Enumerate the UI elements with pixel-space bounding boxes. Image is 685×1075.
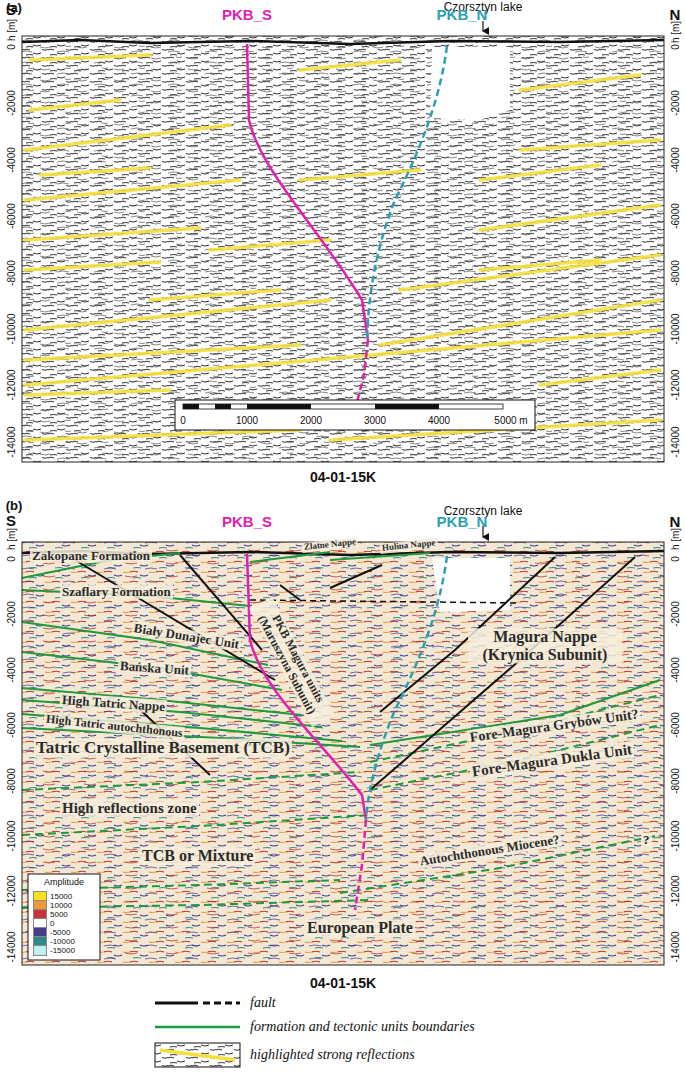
axis-title: h [m] bbox=[6, 528, 17, 550]
unit-label: PKB Magura units (Maruszyna Subunit) bbox=[249, 597, 335, 728]
axis-tick: 0 bbox=[670, 44, 681, 50]
legend-text: formation and tectonic units boundaries bbox=[250, 1019, 475, 1034]
color-swatch bbox=[34, 919, 46, 928]
direction-label: N bbox=[670, 7, 681, 24]
axis-tick: -14000 bbox=[670, 931, 681, 962]
fault-name: PKB_S bbox=[222, 514, 272, 531]
panel-letter: (b) bbox=[6, 499, 23, 513]
color-swatch bbox=[34, 910, 46, 919]
scale-value: 3000 bbox=[364, 415, 386, 426]
axis-tick: -14000 bbox=[670, 426, 681, 457]
axis-tick: -4000 bbox=[6, 147, 17, 173]
axis-title: h [m] bbox=[670, 21, 681, 43]
profile-name: 04-01-15K bbox=[310, 470, 376, 485]
axis-tick: -2000 bbox=[670, 91, 681, 117]
unit-label: Autochthonous Miocene? bbox=[417, 832, 563, 869]
legend-title: Amplitude bbox=[44, 878, 84, 888]
unit-label: High Tatric Nappe bbox=[60, 693, 168, 715]
axis-tick: -4000 bbox=[6, 657, 17, 683]
axis-tick: -8000 bbox=[6, 260, 17, 286]
color-swatch bbox=[34, 937, 46, 946]
scale-value: 0 bbox=[180, 415, 186, 426]
axis-title: h [m] bbox=[6, 19, 17, 41]
axis-tick: 0 bbox=[6, 556, 17, 562]
scale-value: 1000 bbox=[236, 415, 258, 426]
unit-label: Szaflary Formation bbox=[60, 585, 173, 599]
axis-tick: -6000 bbox=[6, 712, 17, 738]
unit-label: Bańska Unit bbox=[118, 659, 192, 678]
axis-tick: -10000 bbox=[670, 313, 681, 344]
fault-name: PKB_N bbox=[437, 7, 488, 24]
unit-label: European Plate bbox=[305, 919, 415, 937]
scale-value: 4000 bbox=[428, 415, 450, 426]
unit-label: Zlatne Nappe bbox=[301, 537, 358, 553]
axis-tick: -14000 bbox=[6, 931, 17, 962]
direction-label: S bbox=[6, 513, 16, 530]
axis-tick: 0 bbox=[6, 44, 17, 50]
unit-label: Biały Dunajec Unit bbox=[131, 621, 242, 652]
unit-label: Fore-Magura Dukla Unit bbox=[469, 741, 635, 780]
axis-tick: -8000 bbox=[6, 768, 17, 794]
unit-label: High Tatric autochthonous bbox=[43, 712, 185, 740]
legend-value: -5000 bbox=[50, 928, 70, 937]
unit-label: Magura Nappe (Krynica Subunit) bbox=[468, 628, 622, 663]
axis-tick: -10000 bbox=[670, 820, 681, 851]
axis-tick: -6000 bbox=[670, 712, 681, 738]
unit-label: Tatric Crystalline Basement (TCB) bbox=[34, 739, 292, 758]
axis-tick: -6000 bbox=[6, 203, 17, 229]
unit-label: High reflections zone bbox=[60, 800, 199, 817]
axis-tick: -4000 bbox=[670, 147, 681, 173]
color-swatch bbox=[34, 892, 46, 901]
color-swatch bbox=[34, 946, 46, 955]
axis-title: h [m] bbox=[670, 528, 681, 550]
legend-value: -10000 bbox=[50, 937, 75, 946]
axis-tick: -8000 bbox=[670, 768, 681, 794]
color-swatch bbox=[34, 901, 46, 910]
axis-tick: -12000 bbox=[6, 370, 17, 401]
fault-name: PKB_N bbox=[437, 514, 488, 531]
axis-tick: -6000 bbox=[670, 203, 681, 229]
unit-label: Hulina Nappe bbox=[379, 538, 437, 554]
unit-label: Zakopane Formation bbox=[30, 549, 152, 563]
axis-tick: -12000 bbox=[670, 370, 681, 401]
unit-label: Fore-Magura Grybów Unit? bbox=[467, 706, 642, 745]
scale-value: 2000 bbox=[300, 415, 322, 426]
legend-text: fault bbox=[250, 995, 276, 1010]
legend-value: 0 bbox=[50, 919, 54, 928]
axis-tick: -2000 bbox=[6, 602, 17, 628]
fault-name: PKB_S bbox=[222, 7, 272, 24]
legend-value: 10000 bbox=[50, 901, 72, 910]
direction-label: S bbox=[6, 2, 16, 19]
axis-tick: -2000 bbox=[670, 602, 681, 628]
axis-tick: -10000 bbox=[6, 820, 17, 851]
axis-tick: -4000 bbox=[670, 657, 681, 683]
unit-label: ? bbox=[641, 833, 652, 847]
axis-tick: 0 bbox=[670, 556, 681, 562]
color-swatch bbox=[34, 928, 46, 937]
axis-tick: -8000 bbox=[670, 260, 681, 286]
axis-tick: -2000 bbox=[6, 91, 17, 117]
legend-text: highlighted strong reflections bbox=[250, 1047, 415, 1062]
direction-label: N bbox=[670, 514, 681, 531]
axis-tick: -10000 bbox=[6, 313, 17, 344]
unit-label: TCB or Mixture bbox=[140, 847, 255, 865]
scale-value: 5000 m bbox=[494, 415, 527, 426]
axis-tick: -14000 bbox=[6, 426, 17, 457]
axis-tick: -12000 bbox=[6, 876, 17, 907]
legend-value: 5000 bbox=[50, 910, 68, 919]
legend-value: -15000 bbox=[50, 946, 75, 955]
axis-tick: -12000 bbox=[670, 876, 681, 907]
legend-value: 15000 bbox=[50, 892, 72, 901]
profile-name: 04-01-15K bbox=[310, 976, 376, 991]
